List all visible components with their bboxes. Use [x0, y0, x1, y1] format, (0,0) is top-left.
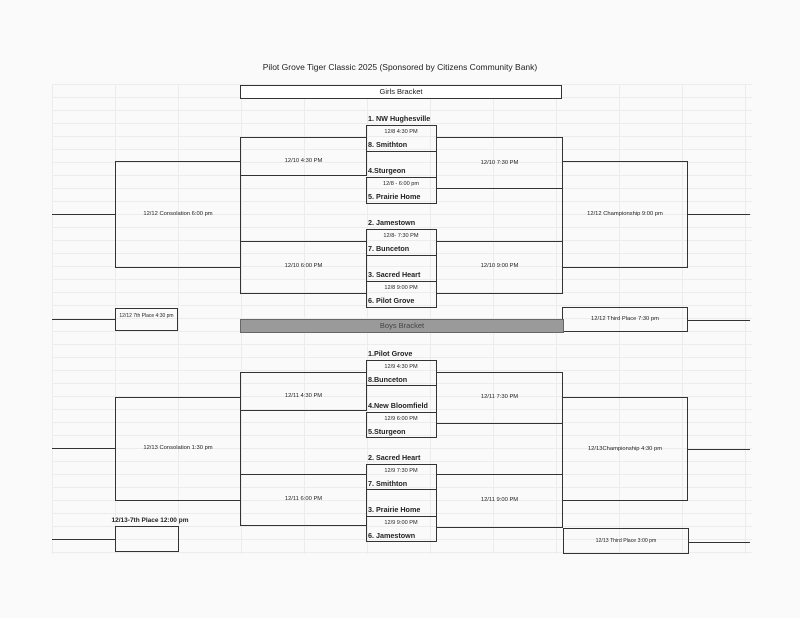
boys-third-label: 12/13 Third Place 3:00 pm [595, 538, 657, 544]
boys-game3-time: 12/9 7:30 PM [384, 468, 418, 474]
girls-seventh-line [52, 319, 115, 320]
girls-team-3: 3. Sacred Heart [368, 270, 421, 279]
girls-team-6: 6. Pilot Grove [368, 296, 415, 305]
boys-third-box [563, 528, 689, 554]
girls-seventh-box [115, 308, 178, 331]
girls-game2-box [366, 177, 437, 204]
boys-team-2: 2. Sacred Heart [368, 453, 421, 462]
boys-championship-box [562, 397, 688, 501]
girls-game4-time: 12/8 9:00 PM [384, 285, 418, 291]
girls-team-5: 5. Prairie Home [368, 192, 421, 201]
boys-left-top-label: 12/11 4:30 PM [284, 393, 323, 399]
boys-consolation-box [115, 397, 241, 501]
girls-game1-box [366, 125, 437, 152]
boys-consolation-line [52, 448, 115, 449]
boys-championship-line [688, 449, 750, 450]
girls-right-top-label: 12/10 7:30 PM [480, 160, 519, 166]
girls-game2-time: 12/8 - 6:00 pm [382, 181, 420, 187]
boys-seventh-box [115, 526, 179, 552]
boys-game4-time: 12/9 9:00 PM [384, 520, 418, 526]
girls-third-line [688, 320, 750, 321]
boys-game4-box [366, 516, 437, 542]
boys-team-5: 5.Sturgeon [368, 427, 406, 436]
girls-game4-box [366, 281, 437, 308]
boys-seventh-label: 12/13-7th Place 12:00 pm [111, 517, 189, 524]
boys-right-bottom-box [436, 474, 563, 528]
boys-game3-box [366, 464, 437, 490]
girls-consolation-line [52, 214, 115, 215]
boys-right-bottom-label: 12/11 9:00 PM [480, 497, 519, 503]
boys-right-top-label: 12/11 7:30 PM [480, 394, 519, 400]
girls-championship-box [562, 161, 688, 268]
boys-left-top-box [240, 372, 367, 411]
girls-left-bottom-label: 12/10 6:00 PM [284, 263, 323, 269]
boys-team-7: 7. Smithton [368, 479, 408, 488]
girls-game3-box [366, 229, 437, 256]
page-title: Pilot Grove Tiger Classic 2025 (Sponsore… [262, 62, 538, 72]
girls-game1-time: 12/8 4:30 PM [384, 129, 418, 135]
boys-team-3: 3. Prairie Home [368, 505, 421, 514]
girls-championship-line [688, 214, 750, 215]
girls-seventh-label: 12/12 7th Place 4:30 pm [119, 313, 174, 319]
boys-third-line [689, 542, 750, 543]
boys-team-4: 4.New Bloomfield [368, 401, 428, 410]
girls-team-7: 7. Bunceton [368, 244, 410, 253]
girls-right-bottom-label: 12/10 9:00 PM [480, 263, 519, 269]
girls-team-1: 1. NW Hughesville [368, 114, 431, 123]
boys-bracket-header: Boys Bracket [240, 319, 564, 333]
girls-championship-label: 12/12 Championship 9:00 pm [587, 211, 663, 217]
boys-team-8: 8.Bunceton [368, 375, 408, 384]
boys-consolation-label: 12/13 Consolation 1:30 pm [143, 445, 213, 451]
girls-consolation-label: 12/12 Consolation 6:00 pm [143, 211, 213, 217]
girls-third-label: 12/12 Third Place 7:30 pm [591, 316, 659, 322]
boys-game1-box [366, 360, 437, 386]
boys-team-1: 1.Pilot Grove [368, 349, 413, 358]
girls-left-top-box [240, 137, 367, 176]
girls-team-2: 2. Jamestown [368, 218, 416, 227]
girls-consolation-box [115, 161, 241, 268]
boys-game2-time: 12/9 6:00 PM [384, 416, 418, 422]
boys-left-bottom-label: 12/11 6:00 PM [284, 496, 323, 502]
boys-seventh-line [52, 539, 115, 540]
girls-left-top-label: 12/10 4:30 PM [284, 158, 323, 164]
girls-game3-time: 12/8- 7:30 PM [383, 233, 419, 239]
girls-bracket-header: Girls Bracket [240, 85, 562, 99]
girls-team-4: 4.Sturgeon [368, 166, 406, 175]
girls-team-8: 8. Smithton [368, 140, 408, 149]
boys-game1-time: 12/9 4:30 PM [384, 364, 418, 370]
boys-championship-label: 12/13Championship 4:30 pm [587, 446, 663, 452]
boys-team-6: 6. Jamestown [368, 531, 416, 540]
boys-game2-box [366, 412, 437, 438]
